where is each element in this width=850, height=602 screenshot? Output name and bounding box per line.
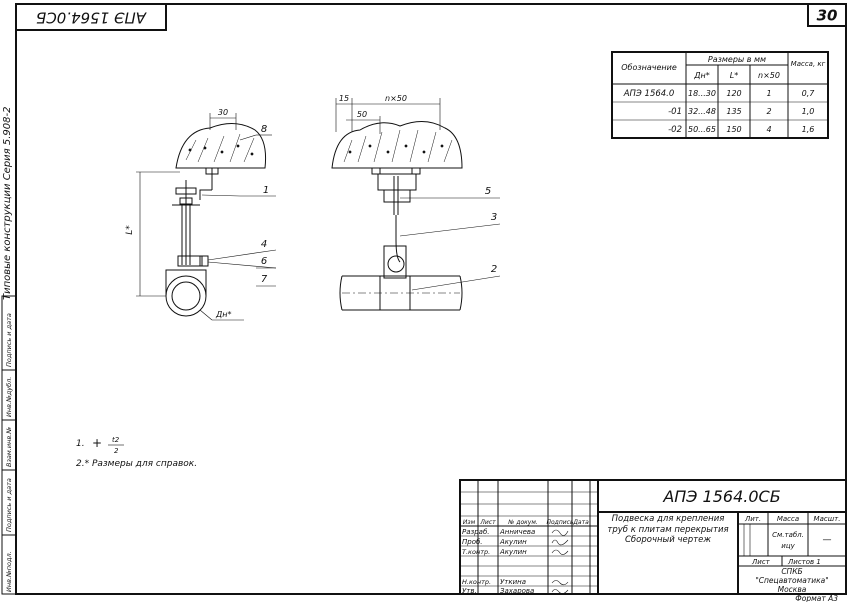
dim-50-label: 50 [357,110,367,119]
tb-name: Подвеска для крепления труб к плитам пер… [607,514,729,545]
slab-section [331,121,463,169]
side-stamp-label: Инв.№дубл. [5,377,13,417]
table-cell-designation: АПЭ 1564.0 [623,89,675,99]
side-stamp-label: Подпись и дата [5,478,13,532]
table-subheader-l: L* [730,71,738,80]
note-1-numerator: t2 [112,436,120,444]
tb-role: Разраб. [462,528,490,536]
title-block: Изм Лист № докум. Подпись Дата Разраб. А… [459,479,847,595]
tb-header-list: Лист [479,519,496,526]
table-header-mass: Масса, кг [791,60,826,68]
tb-mass-value: См.табл. [772,531,804,539]
note-1-denominator: 2 [114,447,119,455]
table-cell-n: 2 [766,107,771,116]
callout-7: 7 [261,274,268,285]
size-table: Обозначение Размеры в мм Масса, кг Дн* L… [611,51,829,139]
callout-2: 2 [491,264,497,275]
callout-3: 3 [491,212,497,223]
tb-person: Уткина [500,578,526,586]
tb-org-1: СПКБ [781,567,802,576]
tb-header-izm: Изм [463,519,476,526]
table-subheader-n: n×50 [758,71,780,80]
note-2: 2.* Размеры для справок. [76,459,197,469]
table-cell-dn: 18...30 [688,89,716,98]
table-cell-dn: 50...65 [688,125,716,134]
table-cell-l: 135 [726,107,741,116]
table-cell-mass: 0,7 [802,89,816,98]
tb-role: Н.контр. [462,578,491,586]
tb-person: Анничева [499,528,535,536]
tb-sheet-label: Лист [751,558,771,566]
table-subheader-dn: Дн* [693,71,709,80]
tb-role: Утв. [462,587,477,595]
tb-mass-label: Масса [777,515,799,523]
dim-30-label: 30 [218,108,228,117]
tb-person: Захарова [500,587,534,595]
callout-1: 1 [263,185,269,196]
sheet-format: Формат А3 [795,594,838,602]
callout-6: 6 [261,256,267,267]
tb-role: Проб. [462,538,483,546]
tb-org-2: "Спецавтоматика" [755,576,828,585]
right-view: 15 n×50 50 5 3 2 [331,94,501,311]
dim-L-label: L* [125,225,135,235]
callout-4: 4 [261,239,267,250]
table-cell-l: 120 [726,89,741,98]
tb-person: Акулин [499,548,527,556]
dim-15-label: 15 [339,94,349,103]
dim-n50-label: n×50 [385,94,407,103]
note-1-symbol: + [92,436,102,450]
table-cell-dn: 32...48 [688,107,716,116]
callout-8: 8 [261,124,267,135]
table-header-sizes: Размеры в мм [708,55,766,64]
dim-dn-label: Дн* [215,310,231,319]
side-stamp: Инв.№подл. Подпись и дата Взам.инв.№ Инв… [1,295,17,595]
callout-5: 5 [485,186,491,197]
tb-role: Т.контр. [462,548,490,556]
table-cell-mass: 1,0 [802,107,815,116]
tb-header-date: Дата [572,519,589,526]
side-series-text: Типовые конструкции Серия 5.908-2 [2,107,13,300]
slab-section [175,123,266,169]
side-stamp-label: Инв.№подл. [5,551,13,592]
tb-lit-label: Лит. [744,515,761,523]
table-cell-n: 1 [766,89,771,98]
tb-scale-label: Масшт. [814,515,841,523]
table-cell-n: 4 [766,125,771,134]
tb-scale-value: — [823,535,832,545]
left-view: 30 L* Дн* 8 1 4 [125,108,277,321]
tb-person: Акулин [499,538,527,546]
side-stamp-label: Взам.инв.№ [5,427,13,467]
tb-header-doc: № докум. [507,519,538,526]
tb-code: АПЭ 1564.0СБ [662,487,780,506]
top-stamp: АПЭ 1564.0СБ [15,3,167,31]
tb-sheets-label: Листов 1 [787,558,821,566]
table-cell-designation: -01 [668,107,682,117]
note-1-prefix: 1. [76,439,85,449]
tb-mass-value2: ицу [781,542,795,550]
table-cell-designation: -02 [668,125,682,135]
top-stamp-text: АПЭ 1564.0СБ [36,9,147,27]
table-cell-mass: 1,6 [802,125,815,134]
page-number-box: 30 [807,3,847,27]
signatures [551,529,569,594]
page-number: 30 [817,7,838,25]
tb-org-3: Москва [778,585,807,594]
table-cell-l: 150 [726,125,741,134]
tb-header-sign: Подпись [547,519,574,526]
notes: 1. + t2 2 2.* Размеры для справок. [76,436,197,469]
table-header-designation: Обозначение [621,63,677,72]
side-stamp-label: Подпись и дата [5,313,13,367]
